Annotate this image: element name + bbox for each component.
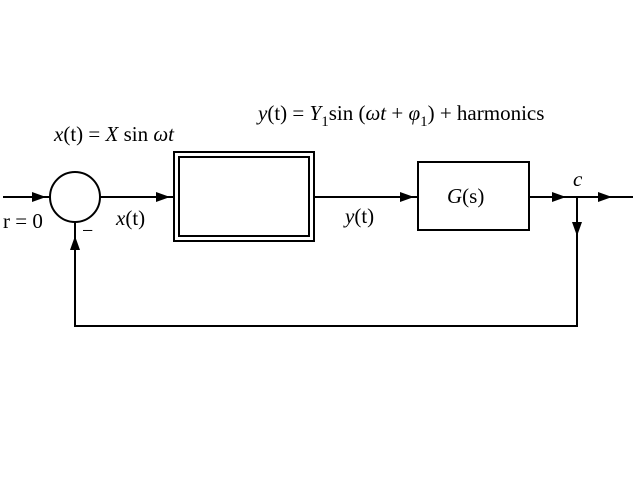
feedback-down-arrowhead xyxy=(572,222,582,236)
output-arrowhead-2 xyxy=(598,192,612,202)
input-signal-expression: x(t) = X sin ωt xyxy=(53,122,175,146)
plant-transfer-function: G(s) xyxy=(447,184,484,208)
feedback-up-arrowhead xyxy=(70,236,80,250)
output-signal-expression: y(t) = Y1sin (ωt + φ1) + harmonics xyxy=(256,101,544,130)
reference-label: r = 0 xyxy=(3,209,43,233)
nonlinear-output-arrowhead xyxy=(400,192,414,202)
output-arrowhead-1 xyxy=(552,192,566,202)
nonlinear-element-outer xyxy=(173,151,315,242)
x-signal-label: x(t) xyxy=(115,206,145,230)
y-signal-label: y(t) xyxy=(343,204,374,228)
feedback-path xyxy=(74,197,578,327)
nonlinear-element-inner xyxy=(178,156,310,237)
summing-junction xyxy=(49,171,101,223)
output-label: c xyxy=(573,167,583,191)
reference-arrowhead xyxy=(32,192,46,202)
error-signal-arrowhead xyxy=(156,192,170,202)
minus-sign: − xyxy=(82,220,93,242)
